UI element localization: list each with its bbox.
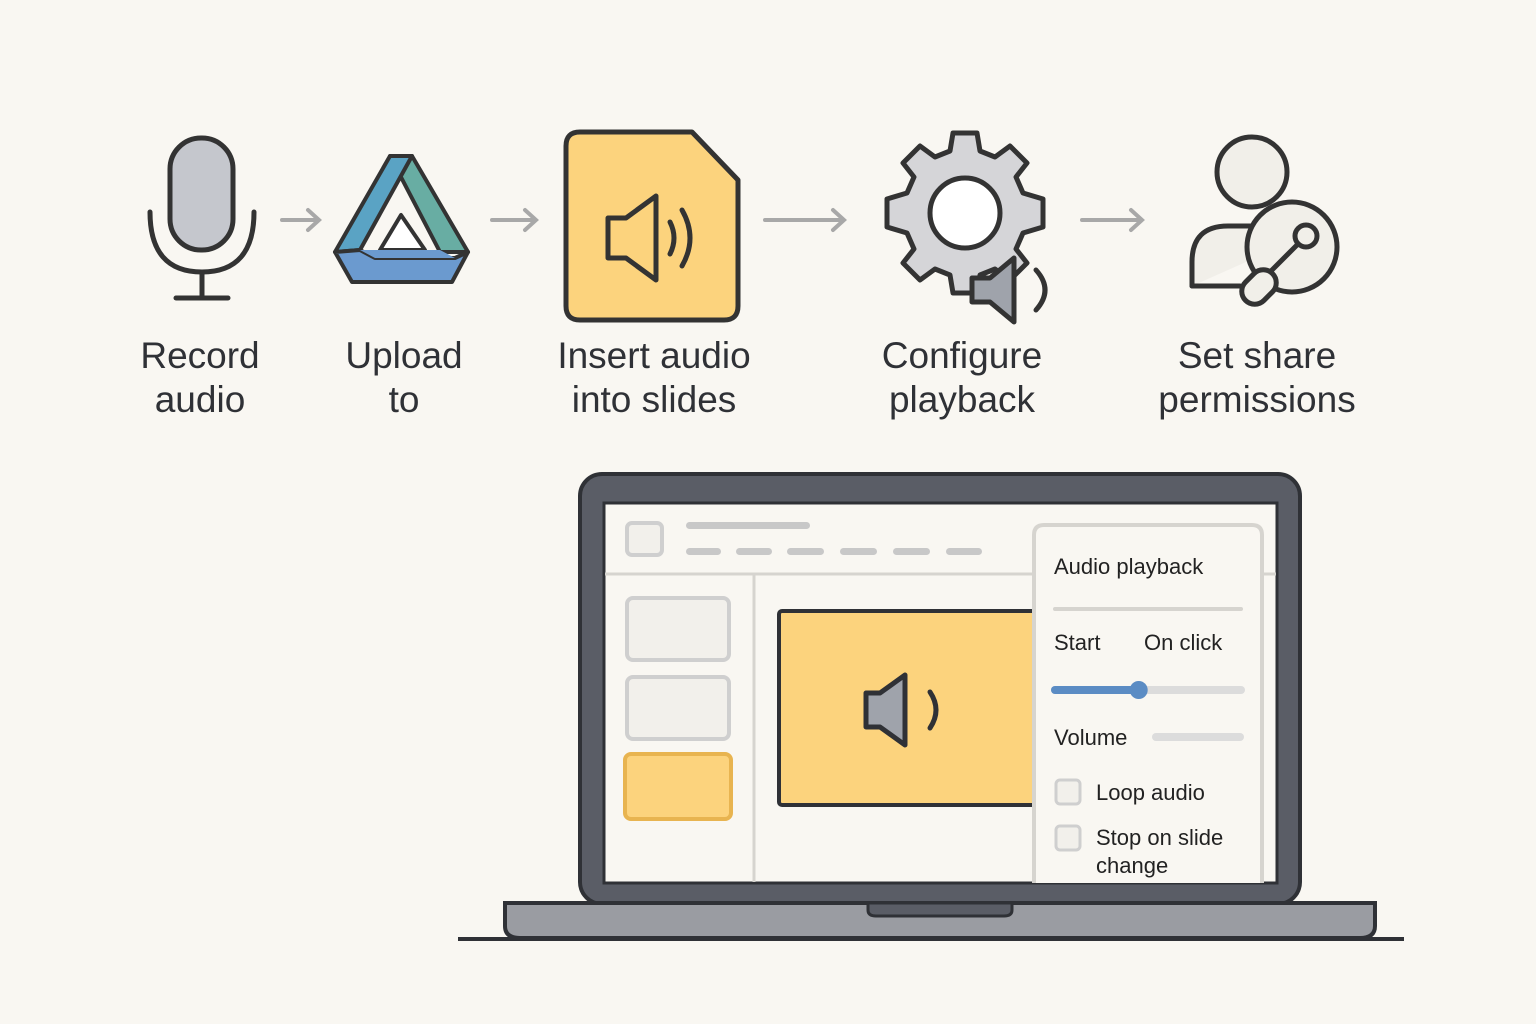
audio-file-icon [563,129,741,323]
step-label-line: permissions [1158,379,1356,420]
step-label-line: Configure [881,335,1043,376]
loop-audio-label[interactable]: Loop audio [1096,780,1205,805]
gear-audio-icon [884,130,1048,325]
start-slider-handle[interactable] [1129,681,1148,699]
panel-title: Audio playback [1054,554,1204,579]
stop-on-slide-change-checkbox[interactable] [1054,824,1082,852]
drive-icon [333,154,470,284]
step-label-line: Upload [345,335,463,376]
slide-canvas[interactable] [777,609,1043,807]
arrow-icon [280,208,1145,232]
audio-playback-panel [1032,523,1264,883]
step-label-line: into slides [571,379,737,420]
step-label-line: Record [140,335,260,376]
step-label-line: audio [154,379,246,420]
speaker-icon[interactable] [863,672,939,748]
microphone-icon [147,135,257,301]
app-logo-placeholder [625,521,664,557]
step-label-line: Insert audio [557,335,751,376]
step-label-line: to [388,379,420,420]
user-link-icon [1189,134,1340,307]
stop-on-slide-label-line2[interactable]: change [1096,853,1169,878]
menu-placeholders [686,548,982,555]
step-label-line: playback [888,379,1036,420]
slide-thumbnail-selected[interactable] [623,752,733,821]
stop-on-slide-label[interactable]: Stop on slide [1096,825,1224,850]
start-value-dropdown[interactable]: On click [1144,630,1223,655]
loop-audio-checkbox[interactable] [1054,778,1082,806]
start-label: Start [1054,630,1101,655]
slide-thumbnail[interactable] [625,596,731,662]
step-label-line: Set share [1177,335,1337,376]
volume-label: Volume [1054,725,1128,750]
slide-thumbnail[interactable] [625,675,731,741]
